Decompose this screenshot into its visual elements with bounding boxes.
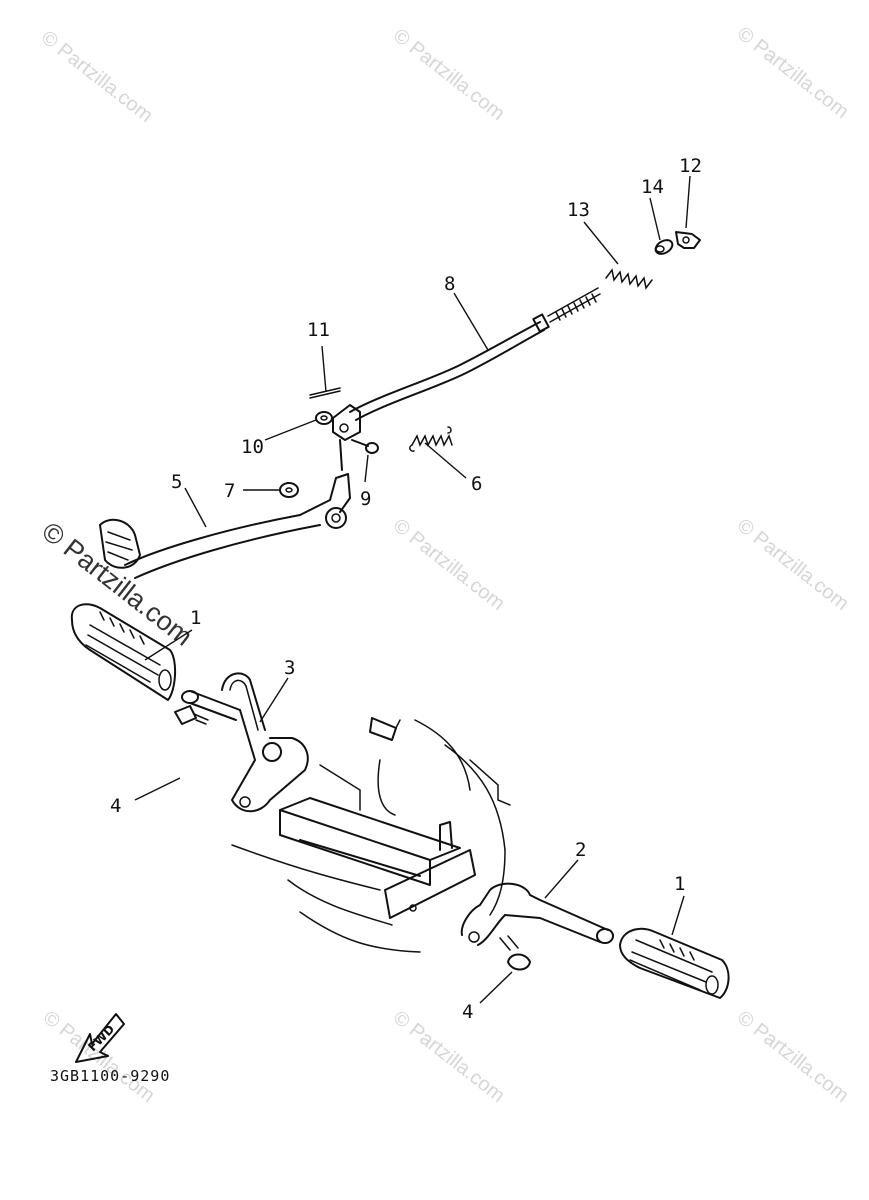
callouts: 1 1 2 3 4 4 5 6 7 8 9 10 11 12 13 14 (110, 155, 702, 1023)
part-12-wing-nut (675, 231, 701, 249)
callout-13: 13 (567, 199, 590, 221)
callout-11: 11 (307, 319, 330, 341)
callout-10: 10 (241, 436, 264, 458)
frame-outline (231, 717, 511, 953)
watermark: © Partzilla.com (389, 1007, 509, 1107)
callout-12: 12 (679, 155, 702, 177)
part-11-cotter-pin (309, 387, 341, 399)
diagram-code: 3GB1100-9290 (50, 1067, 170, 1085)
part-1-footrest-rubber-right (619, 927, 730, 999)
callout-2: 2 (575, 839, 586, 861)
watermark-prominent: © Partzilla.com (36, 516, 198, 652)
part-4-bolt-lower (499, 935, 531, 971)
part-3-footrest-bracket-left (181, 672, 309, 813)
leader-lines (134, 175, 691, 1004)
callout-4: 4 (462, 1001, 473, 1023)
callout-7: 7 (224, 480, 235, 502)
part-8-cable (349, 287, 601, 421)
watermark-layer: © Partzilla.com © Partzilla.com © Partzi… (36, 23, 852, 1107)
watermark: © Partzilla.com (37, 27, 157, 127)
watermark: © Partzilla.com (389, 25, 509, 125)
watermark: © Partzilla.com (389, 515, 509, 615)
part-4-bolt-upper (174, 705, 209, 725)
callout-1: 1 (674, 873, 685, 895)
cable-joint (332, 404, 361, 441)
watermark: © Partzilla.com (733, 1007, 853, 1107)
part-1-footrest-rubber-left (70, 603, 176, 701)
callout-8: 8 (444, 273, 455, 295)
part-2-footrest-bracket-right (409, 882, 614, 946)
part-14-nut (654, 239, 674, 255)
callout-14: 14 (641, 176, 664, 198)
part-13-spring (605, 268, 653, 290)
callout-5: 5 (171, 471, 182, 493)
callout-4: 4 (110, 795, 121, 817)
part-7-washer (279, 482, 299, 498)
callout-6: 6 (471, 473, 482, 495)
part-9-pin (351, 439, 379, 454)
part-6-spring (409, 426, 453, 452)
callout-9: 9 (360, 488, 371, 510)
watermark: © Partzilla.com (733, 515, 853, 615)
watermark: © Partzilla.com (733, 23, 853, 123)
callout-1: 1 (190, 607, 201, 629)
part-5-brake-pedal (99, 439, 351, 579)
part-10-washer (315, 411, 333, 425)
callout-3: 3 (284, 657, 295, 679)
